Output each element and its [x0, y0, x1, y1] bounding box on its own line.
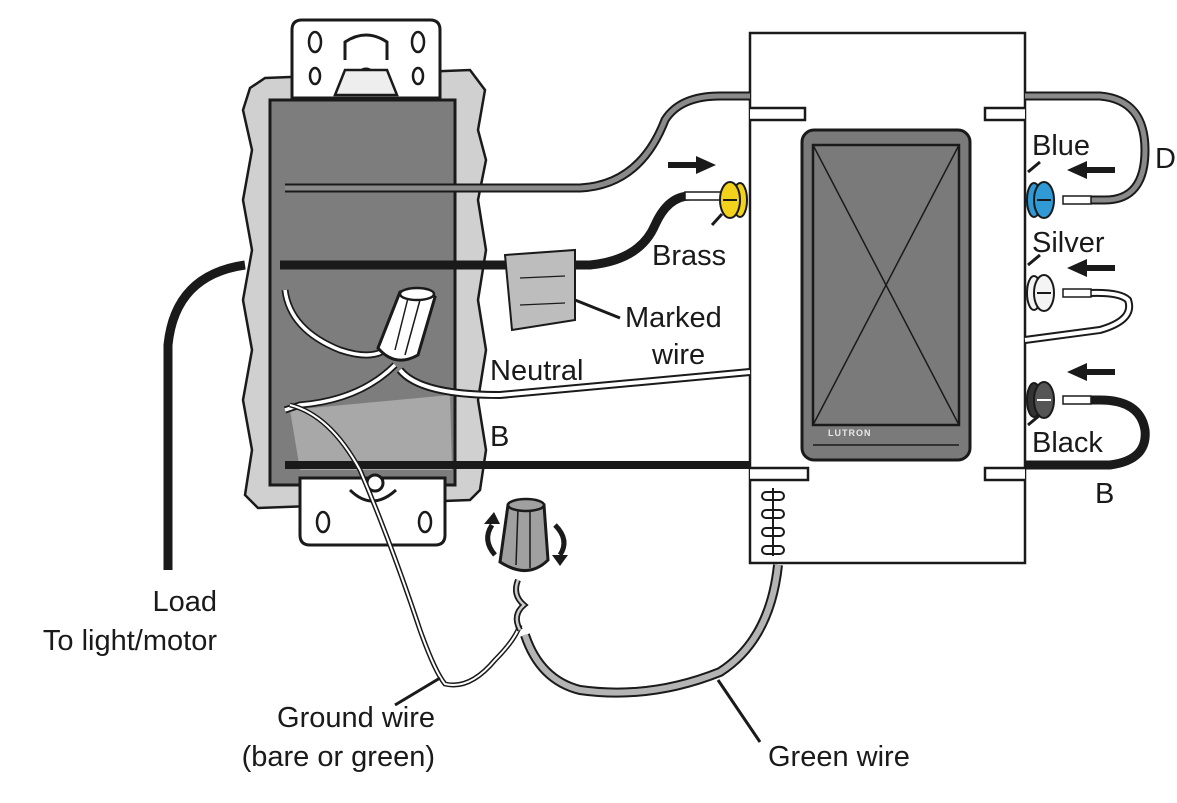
- black-screw: [1026, 381, 1055, 419]
- device-ground-bracket: [761, 488, 785, 556]
- mounting-hole: [410, 30, 426, 54]
- leader-tick: [1027, 413, 1041, 427]
- green-wire: [520, 564, 783, 698]
- label-ground-2: (bare or green): [242, 741, 435, 773]
- rotate-arrow-left-icon: [485, 523, 497, 557]
- mounting-ear-top: [290, 18, 442, 100]
- leader-tick: [710, 212, 724, 227]
- label-blue: Blue: [1032, 130, 1090, 162]
- rotate-arrow-left-head: [484, 512, 500, 524]
- device-face-cross: [812, 144, 960, 426]
- arrow-left-icon: [1067, 161, 1115, 179]
- label-marked-wire-1: Marked: [625, 302, 722, 334]
- label-ground-1: Ground wire: [277, 702, 435, 734]
- mounting-hole: [307, 30, 323, 54]
- load-wire: [163, 260, 246, 570]
- label-marked-wire-2: wire: [651, 339, 705, 371]
- wires: [163, 91, 1150, 698]
- label-green-wire: Green wire: [768, 741, 910, 773]
- arrow-left-icon: [1067, 363, 1115, 381]
- marked-tape: [503, 248, 621, 332]
- mounting-hole: [417, 510, 433, 534]
- wire-strip: [1062, 288, 1092, 298]
- strap-slot: [343, 33, 389, 60]
- wire-strip: [1062, 395, 1092, 405]
- black-wire-marked: [280, 191, 700, 270]
- mounting-hole: [315, 510, 331, 534]
- device-strap-top-right: [983, 106, 1025, 122]
- device-strap-bottom-right: [983, 466, 1025, 482]
- wire-strip: [1062, 195, 1092, 205]
- rotate-arrow-right-head: [552, 555, 568, 566]
- dimmer-device: LUTRON: [748, 31, 1027, 565]
- silver-screw: [1026, 274, 1055, 312]
- brass-screw: [719, 181, 748, 219]
- arrow-left-icon: [1067, 259, 1115, 277]
- ground-leader: [394, 676, 441, 707]
- green-wire-leader: [716, 679, 762, 743]
- device-logo: LUTRON: [828, 428, 872, 438]
- label-load-1: Load: [152, 586, 217, 618]
- blue-screw: [1026, 181, 1055, 219]
- strap-top: [333, 68, 399, 97]
- arrow-right-icon: [668, 156, 716, 174]
- label-d: D: [1155, 143, 1176, 175]
- wire-strip: [684, 191, 726, 201]
- label-black: Black: [1032, 427, 1103, 459]
- label-load-2: To light/motor: [43, 625, 217, 657]
- mounting-ear-bottom: [298, 476, 447, 547]
- wire-nut-ground: [498, 497, 550, 572]
- rotate-arrow-right-icon: [553, 523, 567, 557]
- label-b-left: B: [490, 421, 509, 453]
- device-strap-top: [750, 106, 807, 122]
- line-wire-b-right: [1025, 395, 1150, 470]
- mounting-hole: [411, 66, 425, 86]
- leader-tick: [1027, 253, 1041, 267]
- label-silver: Silver: [1032, 227, 1105, 259]
- device-strap-bottom: [750, 466, 810, 482]
- marked-wire-leader: [574, 298, 621, 320]
- label-b-right: B: [1095, 478, 1114, 510]
- wall-box-light-patch: [290, 395, 452, 470]
- label-neutral: Neutral: [490, 355, 584, 387]
- leader-tick: [1027, 160, 1041, 174]
- mounting-hole: [308, 66, 322, 86]
- wire-nut-neutral: [376, 286, 437, 362]
- label-brass: Brass: [652, 240, 726, 272]
